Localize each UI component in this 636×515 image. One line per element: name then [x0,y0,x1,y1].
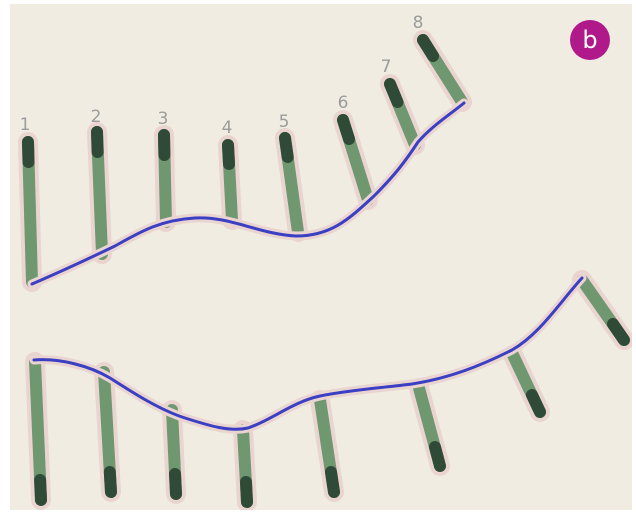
diagram-canvas: 1 2 3 4 5 6 7 8 [10,4,632,510]
top-rod-5 [285,138,298,232]
bottom-rod-1 [35,362,41,500]
top-rod-2 [97,132,102,254]
bottom-rod-4 [243,430,247,502]
panel-label-badge: b [570,20,610,60]
rod-number-4: 4 [222,118,233,138]
rod-number-7: 7 [381,57,392,77]
bottom-rod-2 [104,372,111,492]
top-rod-4 [228,145,232,220]
top-rod-3 [164,135,166,222]
panel-label: b [582,28,597,52]
bottom-rod-5 [320,400,334,492]
rod-number-1: 1 [20,115,31,135]
rod-number-8: 8 [413,13,424,33]
bottom-rod-3 [172,410,176,494]
top-rod-1 [28,142,32,282]
